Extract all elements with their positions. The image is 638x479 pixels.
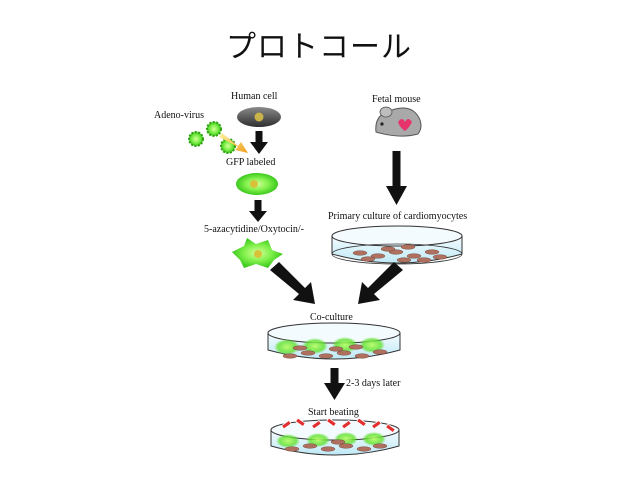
beating-mark-icon (326, 417, 337, 428)
treatment-label: 5-azacytidine/Oxytocin/- (204, 224, 304, 235)
beating-mark-icon (371, 419, 382, 430)
arrow-down-icon (250, 131, 268, 154)
arrow-down-icon (386, 151, 407, 205)
primary-culture-label: Primary culture of cardiomyocytes (328, 211, 468, 222)
fetal-mouse-label: Fetal mouse (372, 94, 421, 105)
human-cell-icon (237, 107, 281, 127)
beating-mark-icon (281, 419, 292, 430)
start-beating-label: Start beating (308, 407, 359, 418)
mouse-icon (375, 106, 422, 137)
infection-arrow-icon (219, 133, 248, 153)
co-culture-dish-icon (267, 322, 401, 360)
differentiated-cell-icon (232, 238, 283, 268)
virus-particle-icon (206, 121, 222, 137)
co-culture-label: Co-culture (310, 312, 353, 323)
beating-mark-icon (311, 419, 322, 430)
human-cell-label: Human cell (231, 91, 278, 102)
days-later-label: 2-3 days later (346, 378, 401, 389)
beating-mark-icon (341, 419, 352, 430)
arrow-diagonal-icon (270, 262, 315, 304)
virus-particle-icon (188, 131, 204, 147)
culture-dish-icon (331, 225, 463, 265)
beating-mark-icon (385, 423, 396, 434)
arrow-diagonal-icon (358, 262, 403, 304)
beating-mark-icon (295, 417, 306, 428)
page-title: プロトコール (226, 30, 412, 65)
adeno-virus-label: Adeno-virus (154, 110, 204, 121)
arrow-down-icon (249, 200, 267, 222)
beating-marks (281, 417, 396, 434)
gfp-cell-icon (236, 173, 278, 195)
beating-mark-icon (356, 417, 367, 428)
gfp-labeled-label: GFP labeled (226, 157, 276, 168)
arrow-down-icon (324, 368, 345, 400)
